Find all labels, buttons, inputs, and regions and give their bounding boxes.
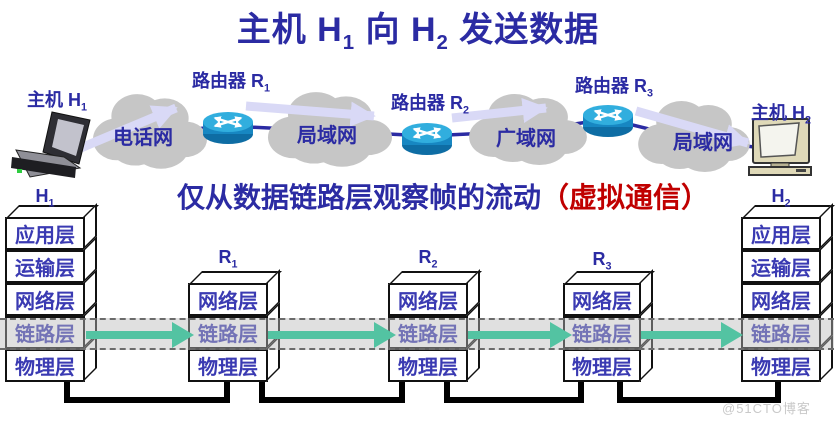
bottom-wiring <box>64 381 781 403</box>
cloud-label-telephone: 电话网 <box>113 127 173 149</box>
watermark: @51CTO博客 <box>722 401 811 416</box>
h2-physical-layer-box: 物理层 <box>741 349 821 382</box>
host2-topo-label: 主机 H2 <box>736 99 826 127</box>
subtitle-main-text: 仅从数据链路层观察帧的流动 <box>176 182 541 213</box>
frame-flow-arrow-4-shaft <box>641 331 723 339</box>
h2-stack-label: H2 <box>741 186 821 210</box>
cloud-label-wan: 广域网 <box>496 128 556 150</box>
router2-label-sub: 2 <box>462 104 469 117</box>
h1-stack-sub: 1 <box>48 197 55 210</box>
h2-link-layer-box: 链路层 <box>741 316 821 349</box>
router1-topo-label: 路由器 R1 <box>181 67 281 95</box>
data-arrow-h1-r1 <box>74 103 178 155</box>
section-subtitle: 仅从数据链路层观察帧的流动（虚拟通信） <box>50 176 836 216</box>
wire-r1-r2 <box>259 381 405 403</box>
h1-stack-label: H1 <box>5 186 85 210</box>
title-sub2: 2 <box>436 31 449 54</box>
frame-flow-arrow-3-shaft <box>468 331 552 339</box>
title-part: 向 H <box>355 11 437 49</box>
router1-icon <box>203 112 253 144</box>
frame-flow-arrow-3-head <box>550 322 572 348</box>
title-sub1: 1 <box>342 31 356 54</box>
h2-transport-layer-box: 运输层 <box>741 250 821 283</box>
host2-label-sub: 2 <box>804 114 811 127</box>
r3-stack-sub: 3 <box>605 260 612 273</box>
cloud-label-lan2: 局域网 <box>673 132 733 154</box>
r1-network-layer-box: 网络层 <box>188 283 268 316</box>
host1-topo-label: 主机 H1 <box>12 86 102 114</box>
frame-flow-arrow-2-head <box>374 322 396 348</box>
h2-app-layer-box: 应用层 <box>741 217 821 250</box>
router2-label-text: 路由器 R <box>390 93 463 113</box>
page-title: 主机 H1 向 H2 发送数据 <box>0 2 836 55</box>
host1-label-text: 主机 H <box>26 90 81 110</box>
h1-network-layer-box: 网络层 <box>5 283 85 316</box>
h1-app-layer-box: 应用层 <box>5 217 85 250</box>
router1-label-sub: 1 <box>263 82 270 95</box>
r3-stack-label: R3 <box>563 249 641 273</box>
r2-stack-sub: 2 <box>431 258 438 271</box>
r3-network-layer-box: 网络层 <box>563 283 641 316</box>
cloud-label-lan1: 局域网 <box>297 125 357 147</box>
host2-label-text: 主机 H <box>750 103 805 123</box>
r3-link-layer-box: 链路层 <box>563 316 641 349</box>
frame-flow-arrow-1-head <box>172 322 194 348</box>
r3-stack-name: R <box>592 249 606 269</box>
router3-label-text: 路由器 R <box>574 76 647 96</box>
h2-network-layer-box: 网络层 <box>741 283 821 316</box>
r1-stack-sub: 1 <box>231 258 238 271</box>
wire-r3-h2 <box>617 381 781 403</box>
data-arrow-r3-h2 <box>634 106 750 149</box>
router3-topo-label: 路由器 R3 <box>564 72 664 100</box>
router2-topo-label: 路由器 R2 <box>380 89 480 117</box>
r2-stack-name: R <box>418 247 432 267</box>
router3-icon <box>583 105 633 137</box>
data-flow-arrows <box>74 97 750 155</box>
r1-link-layer-box: 链路层 <box>188 316 268 349</box>
h2-stack-name: H <box>771 186 785 206</box>
wire-r2-r3 <box>444 381 584 403</box>
r1-physical-layer-box: 物理层 <box>188 349 268 382</box>
r3-physical-layer-box: 物理层 <box>563 349 641 382</box>
r2-link-layer-box: 链路层 <box>388 316 468 349</box>
r2-network-layer-box: 网络层 <box>388 283 468 316</box>
h2-stack-sub: 2 <box>784 197 791 210</box>
host2-desktop-icon <box>748 118 812 176</box>
r1-stack-name: R <box>218 247 232 267</box>
frame-flow-arrow-1-shaft <box>86 331 174 339</box>
router2-icon <box>402 123 452 155</box>
router3-label-sub: 3 <box>646 87 653 100</box>
wire-h1-r1 <box>64 381 230 403</box>
r1-stack-label: R1 <box>188 247 268 271</box>
r2-physical-layer-box: 物理层 <box>388 349 468 382</box>
host1-label-sub: 1 <box>80 101 87 114</box>
h1-transport-layer-box: 运输层 <box>5 250 85 283</box>
subtitle-highlight-text: （虚拟通信） <box>541 182 710 213</box>
title-part: 主机 H <box>236 11 343 49</box>
router1-label-text: 路由器 R <box>191 71 264 91</box>
frame-flow-arrow-2-shaft <box>268 331 376 339</box>
data-arrow-r1-r2 <box>245 101 376 127</box>
h1-physical-layer-box: 物理层 <box>5 349 85 382</box>
frame-flow-arrow-4-head <box>721 322 743 348</box>
r2-stack-label: R2 <box>388 247 468 271</box>
title-part: 发送数据 <box>448 11 600 49</box>
data-arrow-r2-r3 <box>451 97 548 124</box>
h1-stack-name: H <box>35 186 49 206</box>
host1-laptop-icon <box>11 111 91 178</box>
